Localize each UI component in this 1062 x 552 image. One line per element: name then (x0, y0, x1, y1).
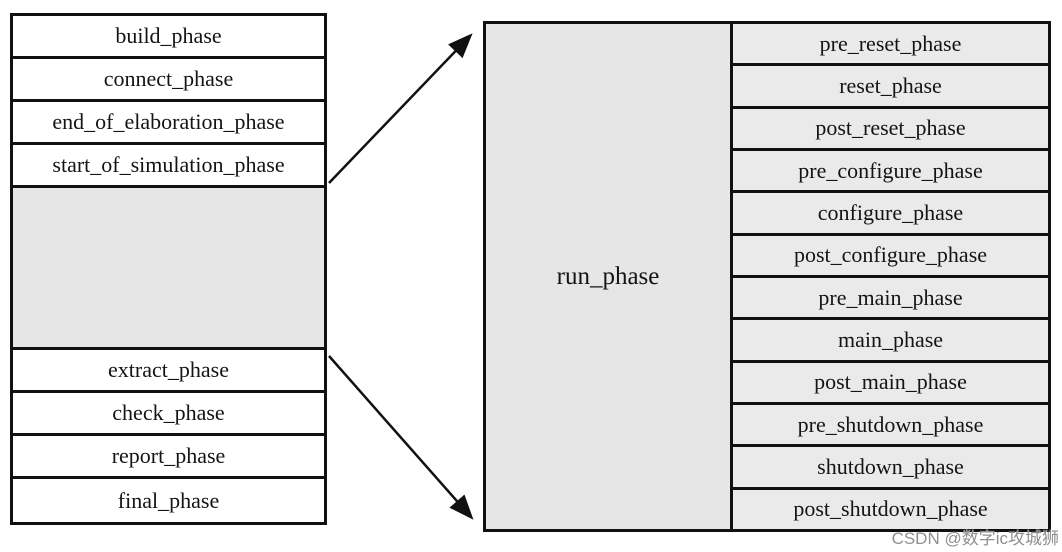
csdn-watermark: CSDN @数字ic攻城狮 (891, 529, 1059, 548)
subphase-label: pre_shutdown_phase (797, 411, 984, 437)
subphase-label: pre_configure_phase (798, 157, 983, 183)
phase-label: build_phase (115, 23, 222, 48)
phase-row-extract: extract_phase (13, 350, 324, 393)
phase-row-report: report_phase (13, 436, 324, 479)
subphase-label: shutdown_phase (817, 453, 964, 479)
arrow-bottom-icon (328, 355, 474, 520)
subphase-label: post_configure_phase (793, 242, 988, 268)
subphase-row-post-main: post_main_phase (733, 362, 1048, 405)
run-phase-label: run_phase (556, 262, 660, 290)
subphase-row-configure: configure_phase (733, 193, 1048, 236)
phase-label: extract_phase (108, 357, 229, 382)
subphase-row-post-configure: post_configure_phase (733, 235, 1048, 278)
subphase-row-pre-shutdown: pre_shutdown_phase (733, 404, 1048, 448)
arrow-top-icon (328, 33, 473, 184)
phase-row-start-of-simulation: start_of_simulation_phase (13, 145, 324, 188)
subphase-row-shutdown: shutdown_phase (733, 447, 1048, 490)
phase-label: end_of_elaboration_phase (52, 109, 285, 134)
subphase-label: configure_phase (817, 199, 964, 225)
subphase-row-main: main_phase (733, 320, 1048, 363)
phase-row-final: final_phase (13, 479, 324, 522)
run-phase-detail-box: run_phase pre_reset_phase reset_phase po… (483, 21, 1051, 532)
subphase-label: pre_reset_phase (819, 30, 962, 56)
subphase-label: pre_main_phase (818, 284, 963, 310)
subphase-label: post_reset_phase (815, 115, 966, 141)
phase-row-connect: connect_phase (13, 59, 324, 102)
phase-label: start_of_simulation_phase (52, 152, 285, 177)
subphase-row-pre-configure: pre_configure_phase (733, 150, 1048, 194)
subphase-label: post_main_phase (814, 369, 967, 395)
subphase-label: reset_phase (839, 72, 942, 98)
subphase-row-pre-main: pre_main_phase (733, 277, 1048, 321)
phase-label: connect_phase (103, 66, 234, 91)
subphase-label: post_shutdown_phase (793, 496, 988, 522)
phase-row-end-of-elaboration: end_of_elaboration_phase (13, 102, 324, 145)
subphase-label: main_phase (837, 326, 944, 352)
phase-label: final_phase (117, 487, 220, 513)
phase-row-build: build_phase (13, 16, 324, 59)
run-phase-cell: run_phase (486, 24, 733, 529)
phase-label: check_phase (112, 400, 225, 425)
common-phases-box: build_phase connect_phase end_of_elabora… (10, 13, 327, 525)
phase-row-check: check_phase (13, 393, 324, 436)
subphase-row-pre-reset: pre_reset_phase (733, 24, 1048, 67)
run-phase-region (13, 188, 324, 350)
phase-label: report_phase (111, 443, 226, 468)
run-sub-phases-column: pre_reset_phase reset_phase post_reset_p… (733, 24, 1048, 529)
subphase-row-post-shutdown: post_shutdown_phase (733, 489, 1048, 529)
subphase-row-post-reset: post_reset_phase (733, 108, 1048, 151)
subphase-row-reset: reset_phase (733, 66, 1048, 109)
